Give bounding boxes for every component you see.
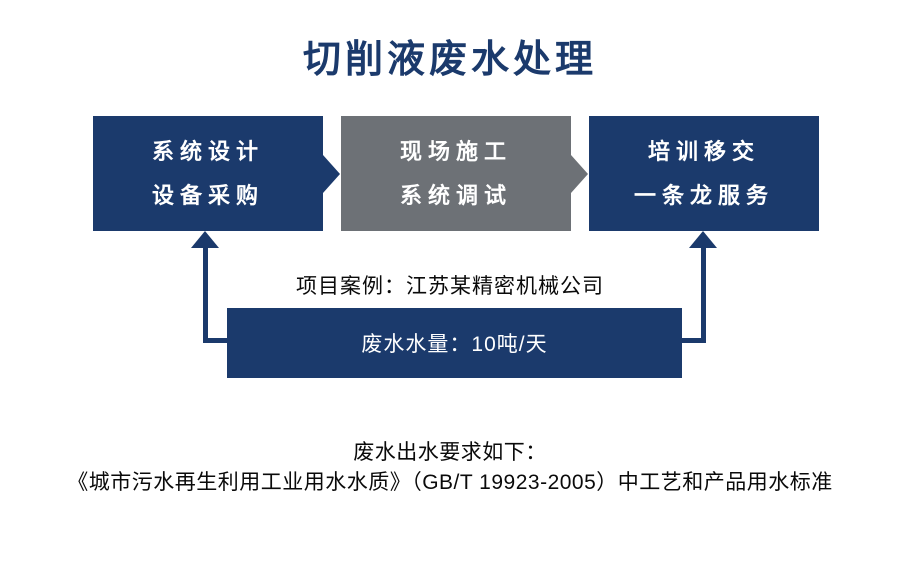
right-chevron-icon [323,155,340,193]
connector-left-horizontal-line [203,338,229,343]
right-chevron-icon [571,155,588,193]
requirements-line1: 废水出水要求如下： [353,441,547,464]
flow-step-line: 一条龙服务 [633,182,774,208]
connector-right-vertical-line [701,246,706,341]
up-arrow-icon [689,231,717,248]
up-arrow-icon [191,231,219,248]
flow-step-line: 系统调试 [399,182,512,208]
volume-box: 废水水量：10吨/天 [227,308,682,378]
volume-label: 废水水量：10吨/天 [361,333,548,356]
flow-step-training-handover: 培训移交 一条龙服务 [589,116,819,231]
requirements-line2: 《城市污水再生利用工业用水水质》（GB/T 19923-2005）中工艺和产品用… [67,471,833,494]
flow-step-line: 系统设计 [151,138,264,164]
flow-step-line: 现场施工 [399,138,512,164]
connector-right-horizontal-line [680,338,706,343]
flow-step-line: 培训移交 [647,138,760,164]
flow-step-construction-debug: 现场施工 系统调试 [341,116,571,231]
flow-step-design-procurement: 系统设计 设备采购 [93,116,323,231]
project-case-label: 项目案例：江苏某精密机械公司 [296,275,604,298]
connector-left-vertical-line [203,246,208,341]
requirements-block: 废水出水要求如下： 《城市污水再生利用工业用水水质》（GB/T 19923-20… [0,438,900,498]
flow-step-line: 设备采购 [151,182,264,208]
page-title: 切削液废水处理 [302,39,597,81]
